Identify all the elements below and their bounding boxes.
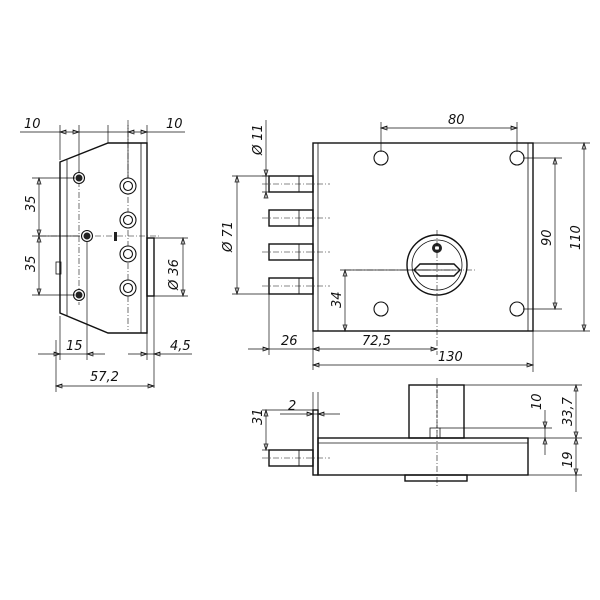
dim-front-bolt-diameter: Ø 36	[167, 259, 182, 291]
dim-side-bolt-projection: 26	[281, 334, 298, 349]
front-view: 10 10 35 35 Ø 36 15 4,5 57,2	[20, 117, 192, 392]
bottom-cylinder-housing	[408, 384, 465, 439]
bottom-lock-body	[317, 437, 529, 476]
dim-front-pitch-lower: 35	[24, 255, 39, 272]
bottom-view: 31 2 10 33,7 19	[251, 378, 582, 492]
dim-side-rod-span: Ø 71	[221, 221, 236, 253]
dim-side-overall-length: 130	[438, 350, 463, 365]
bottom-tab	[404, 474, 468, 482]
dim-front-top-left: 10	[24, 117, 41, 132]
front-latch-slot	[55, 261, 62, 275]
dim-bottom-plate-height: 31	[251, 408, 266, 425]
dim-side-hole-spacing-x: 80	[448, 113, 465, 128]
dim-side-key-offset: 72,5	[362, 334, 391, 349]
bottom-faceplate	[312, 409, 319, 476]
side-case-outline	[312, 142, 534, 332]
dim-front-overall-width: 57,2	[90, 370, 119, 385]
side-bolt-rods	[268, 175, 314, 295]
bottom-bolt-rod	[268, 449, 314, 467]
dim-bottom-cylinder-height: 33,7	[561, 396, 576, 426]
dim-side-key-height: 34	[330, 291, 345, 308]
dim-front-pitch-upper: 35	[24, 195, 39, 212]
side-view: Ø 11 Ø 71 80 90 110 34 26	[221, 113, 590, 372]
dim-side-hole-spacing-y: 90	[540, 229, 555, 246]
dim-bottom-body-height: 19	[561, 451, 576, 468]
dim-bottom-plate-thickness: 2	[288, 399, 296, 414]
dim-side-rod-diameter: Ø 11	[251, 124, 266, 156]
dim-front-bottom-left: 15	[66, 339, 83, 354]
dim-side-overall-height: 110	[569, 225, 584, 250]
dim-front-top-right: 10	[166, 117, 183, 132]
dim-front-bottom-right: 4,5	[170, 339, 191, 354]
front-faceplate-outline	[59, 142, 148, 334]
front-bolt-housing	[146, 237, 155, 297]
dim-bottom-cylinder-offset: 10	[530, 393, 545, 410]
